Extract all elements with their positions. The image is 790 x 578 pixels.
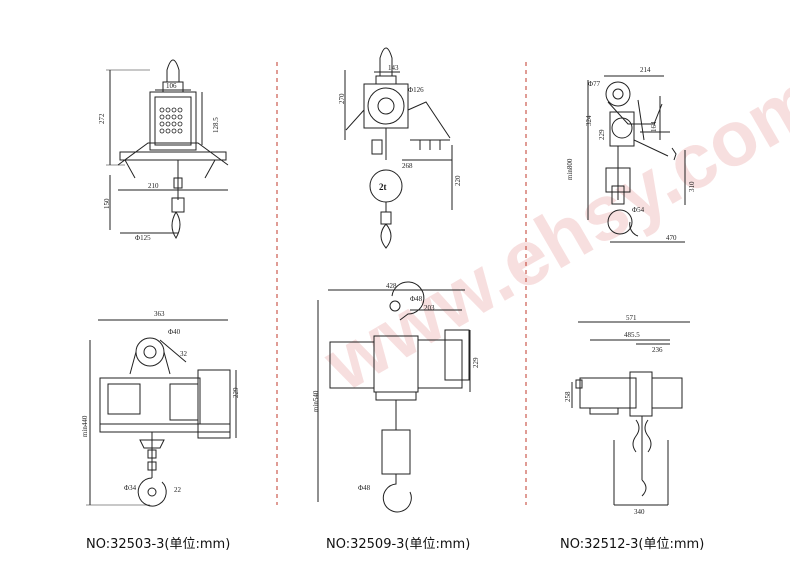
drawing-2-top-view bbox=[344, 47, 453, 249]
drawing-3-side-view bbox=[571, 321, 690, 506]
drawing-2-top-dims: 143 Φ126 270 268 220 2t bbox=[338, 64, 462, 192]
dim-phi40: Φ40 bbox=[168, 328, 181, 336]
dim-106: 106 bbox=[166, 82, 177, 90]
drawing-1-top-view bbox=[106, 59, 229, 239]
dim-485-5: 485.5 bbox=[624, 331, 640, 339]
dim-128-5: 128.5 bbox=[212, 117, 220, 133]
drawing-3-top-view bbox=[587, 75, 686, 243]
dim-150: 150 bbox=[103, 198, 111, 209]
dim-340: 340 bbox=[634, 508, 645, 516]
dim-143: 143 bbox=[388, 64, 399, 72]
dim-min540: min540 bbox=[312, 390, 320, 412]
dim-min800: min800 bbox=[566, 158, 574, 180]
dim-229: 229 bbox=[598, 129, 606, 140]
dim-268: 268 bbox=[402, 162, 413, 170]
capacity-label: 2t bbox=[379, 182, 387, 192]
dim-phi48-top: Φ48 bbox=[410, 295, 423, 303]
dim-phi34: Φ34 bbox=[124, 484, 137, 492]
caption-32509-3: NO:32509-3(单位:mm) bbox=[326, 537, 471, 552]
dim-phi125: Φ125 bbox=[135, 234, 151, 242]
dim-236: 236 bbox=[652, 346, 663, 354]
drawing-3-side-dims: 571 485.5 236 258 340 bbox=[564, 314, 663, 516]
dim-270: 270 bbox=[338, 93, 346, 104]
dim-310: 310 bbox=[688, 181, 696, 192]
caption-32503-3: NO:32503-3(单位:mm) bbox=[86, 537, 231, 552]
dim-phi48-bottom: Φ48 bbox=[358, 484, 371, 492]
dim-470: 470 bbox=[666, 234, 677, 242]
dim-324: 324 bbox=[585, 115, 593, 126]
dim-phi126: Φ126 bbox=[408, 86, 424, 94]
dim-22: 22 bbox=[174, 486, 182, 494]
dim-phi54: Φ54 bbox=[632, 206, 645, 214]
dim-220: 220 bbox=[454, 175, 462, 186]
drawing-1-side-view bbox=[86, 319, 237, 507]
dim-164: 164 bbox=[650, 121, 658, 132]
caption-32512-3: NO:32512-3(单位:mm) bbox=[560, 537, 705, 552]
dim-32: 32 bbox=[180, 350, 188, 358]
watermark: www.ehsy.com bbox=[309, 54, 790, 408]
drawing-1-side-dims: 363 Φ40 32 229 min440 Φ34 22 bbox=[81, 310, 240, 494]
dim-363: 363 bbox=[154, 310, 165, 318]
dim-210: 210 bbox=[148, 182, 159, 190]
dim-229: 229 bbox=[232, 387, 240, 398]
dim-203: 203 bbox=[424, 304, 435, 312]
dim-214: 214 bbox=[640, 66, 651, 74]
drawing-3-top-dims: 214 Φ77 324 229 164 min800 310 Φ54 470 bbox=[566, 66, 696, 242]
dim-min440: min440 bbox=[81, 415, 89, 437]
svg-text:www.ehsy.com: www.ehsy.com bbox=[309, 54, 790, 408]
drawing-2-side-dims: 428 Φ48 203 229 min540 Φ48 bbox=[312, 282, 480, 492]
dim-571: 571 bbox=[626, 314, 637, 322]
drawing-1-top-dims: 272 106 128.5 210 150 Φ125 bbox=[98, 82, 220, 242]
dim-phi77: Φ77 bbox=[588, 80, 601, 88]
dim-229: 229 bbox=[472, 357, 480, 368]
dim-428: 428 bbox=[386, 282, 397, 290]
dim-272: 272 bbox=[98, 113, 106, 124]
drawing-2-side-view bbox=[317, 281, 471, 513]
dim-258: 258 bbox=[564, 391, 572, 402]
